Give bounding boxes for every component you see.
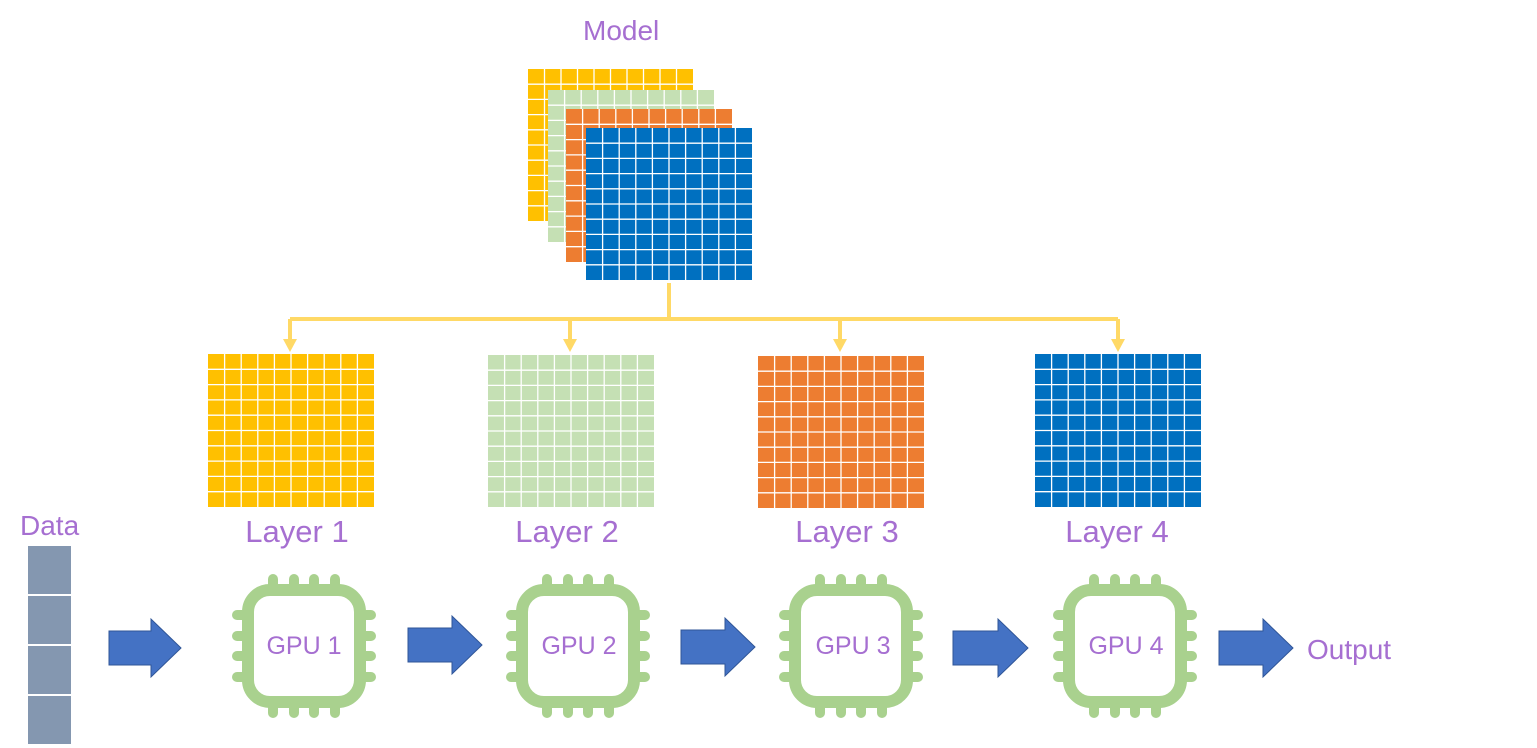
data-block (28, 546, 71, 594)
gpu-3-label: GPU 3 (815, 632, 891, 660)
connector-arrowhead-3 (833, 339, 847, 352)
connector-arrowhead-1 (283, 339, 297, 352)
layer-3-grid (758, 356, 924, 508)
data-label: Data (20, 510, 80, 541)
model-to-layer-connector (288, 283, 1120, 340)
layer-4-grid (1035, 354, 1201, 507)
gpu-3-chip-icon (779, 574, 923, 718)
gpu-1-chip-icon (232, 574, 376, 718)
layer-2-grid (488, 355, 654, 507)
data-block (28, 596, 71, 644)
data-block (28, 696, 71, 744)
gpu-2-label: GPU 2 (541, 632, 617, 660)
connector-arrowhead-2 (563, 339, 577, 352)
gpu-1-label: GPU 1 (266, 632, 342, 660)
model-label: Model (583, 15, 660, 46)
gpu-4-chip-icon (1053, 574, 1197, 718)
layer-3-label: Layer 3 (795, 514, 899, 549)
gpu1-to-gpu2-arrow (407, 614, 483, 676)
gpu4-to-output-arrow (1218, 617, 1294, 679)
gpu-4-label: GPU 4 (1088, 632, 1164, 660)
gpu3-to-gpu4-arrow (952, 617, 1029, 679)
layer-1-grid (208, 354, 374, 507)
layer-4-label: Layer 4 (1065, 514, 1169, 549)
gpu2-to-gpu3-arrow (680, 616, 756, 678)
gpu-2-chip-icon (506, 574, 650, 718)
data-blocks (28, 546, 71, 744)
model-stack-layer-4 (586, 128, 752, 280)
connector-arrowhead-4 (1111, 339, 1125, 352)
data-block (28, 646, 71, 694)
output-label: Output (1307, 634, 1392, 665)
layer-2-label: Layer 2 (515, 514, 619, 549)
layer-1-label: Layer 1 (245, 514, 349, 549)
data-to-gpu1-arrow (108, 617, 182, 679)
